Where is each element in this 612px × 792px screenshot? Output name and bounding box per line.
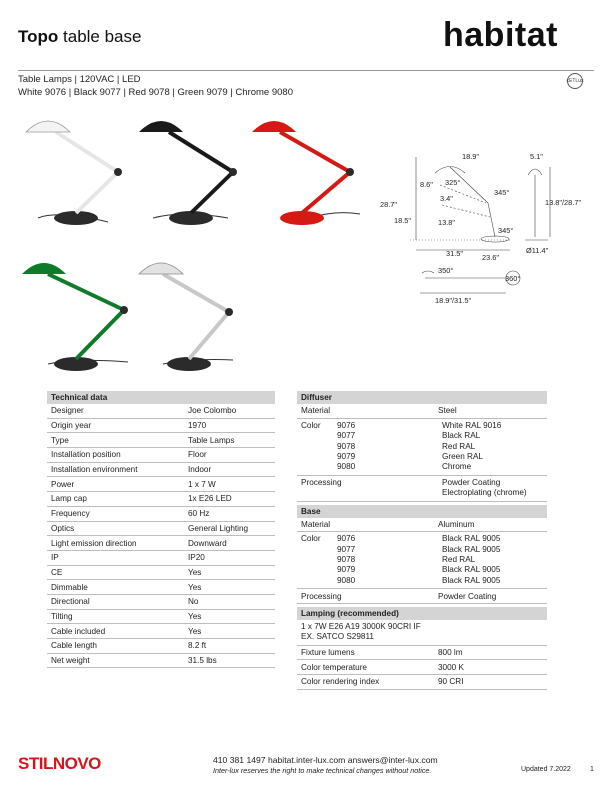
dim-8-6: 8.6": [420, 180, 433, 189]
lamp-image-white: [25, 120, 122, 225]
diffuser-material-row: Material Steel: [297, 404, 547, 419]
base-processing-row: Processing Powder Coating: [297, 589, 547, 604]
color-entry: 9079: [337, 565, 356, 575]
page-number: 1: [590, 766, 594, 773]
dim-23-6: 23.6": [482, 253, 499, 262]
lamp-base: [54, 211, 98, 225]
diffuser-heading: Diffuser: [297, 391, 547, 404]
page-title: Topo table base: [18, 27, 142, 46]
color-entry: 9080: [337, 462, 356, 472]
dim-28-7: 28.7": [380, 200, 397, 209]
disclaimer: Inter-lux reserves the right to make tec…: [213, 766, 432, 775]
dimension-drawing: 18.9" 5.1" 8.6" 325° 345° 28.7" 3.4" 18.…: [380, 152, 581, 305]
color-entry: Green RAL: [442, 451, 483, 461]
color-entry: Black RAL: [442, 431, 481, 441]
dim-345-bottom: 345°: [498, 226, 513, 235]
lamping-heading: Lamping (recommended): [297, 606, 547, 620]
color-entry: 9079: [337, 451, 356, 461]
contact-info: 410 381 1497 habitat.inter-lux.com answe…: [213, 755, 438, 765]
dim-18-9: 18.9": [462, 152, 479, 161]
color-entry: White RAL 9016: [442, 420, 502, 430]
stilnovo-logo: STILNOVO: [18, 754, 101, 773]
color-entry: Red RAL: [442, 555, 476, 565]
color-entry: Black RAL 9005: [442, 534, 501, 544]
color-entry: 9078: [337, 441, 356, 451]
lamp-image-red: [252, 121, 361, 225]
dim-345-top: 345°: [494, 188, 509, 197]
dim-3-4: 3.4": [440, 194, 453, 203]
header-divider: [18, 70, 594, 71]
color-entry: 9080: [337, 575, 356, 585]
dim-360: 360°: [505, 274, 520, 283]
lamp-image-black: [139, 121, 237, 225]
lamp-image-chrome: [138, 262, 234, 371]
subtitle-variants: White 9076 | Black 9077 | Red 9078 | Gre…: [18, 87, 293, 98]
brand-logo: habitat: [443, 16, 558, 54]
certification-badge: cETLus: [567, 73, 583, 89]
color-entry: 9077: [337, 544, 356, 554]
dim-13-8: 13.8": [438, 218, 455, 227]
color-entry: 9076: [337, 534, 356, 544]
dim-350: 350°: [438, 266, 453, 275]
color-entry: 9076: [337, 420, 356, 430]
color-entry: Black RAL 9005: [442, 544, 501, 554]
technical-data-heading: Technical data: [47, 391, 275, 404]
color-entry: Black RAL 9005: [442, 565, 501, 575]
base-heading: Base: [297, 504, 547, 518]
color-entry: 9078: [337, 555, 356, 565]
color-entry: Black RAL 9005: [442, 575, 501, 585]
lamp-image-green: [22, 263, 129, 371]
dim-13-8-28-7: 13.8"/28.7": [545, 198, 581, 207]
dim-31-5: 31.5": [446, 249, 463, 258]
color-entry: Red RAL: [442, 441, 476, 451]
dim-18-5: 18.5": [394, 216, 411, 225]
color-entry: 9077: [337, 431, 356, 441]
dim-diameter-11-4: Ø11.4": [526, 246, 549, 255]
lamping-recommendation: 1 x 7W E26 A19 3000K 90CRI IF EX. SATCO …: [297, 620, 547, 646]
color-entry: Chrome: [442, 462, 472, 472]
dim-18-9-31-5: 18.9"/31.5": [435, 296, 471, 305]
updated-date: Updated 7.2022: [521, 766, 571, 773]
dim-325: 325°: [445, 178, 460, 187]
dim-5-1: 5.1": [530, 152, 543, 161]
base-material-row: Material Aluminum: [297, 518, 547, 533]
subtitle-category: Table Lamps | 120VAC | LED: [18, 74, 141, 85]
